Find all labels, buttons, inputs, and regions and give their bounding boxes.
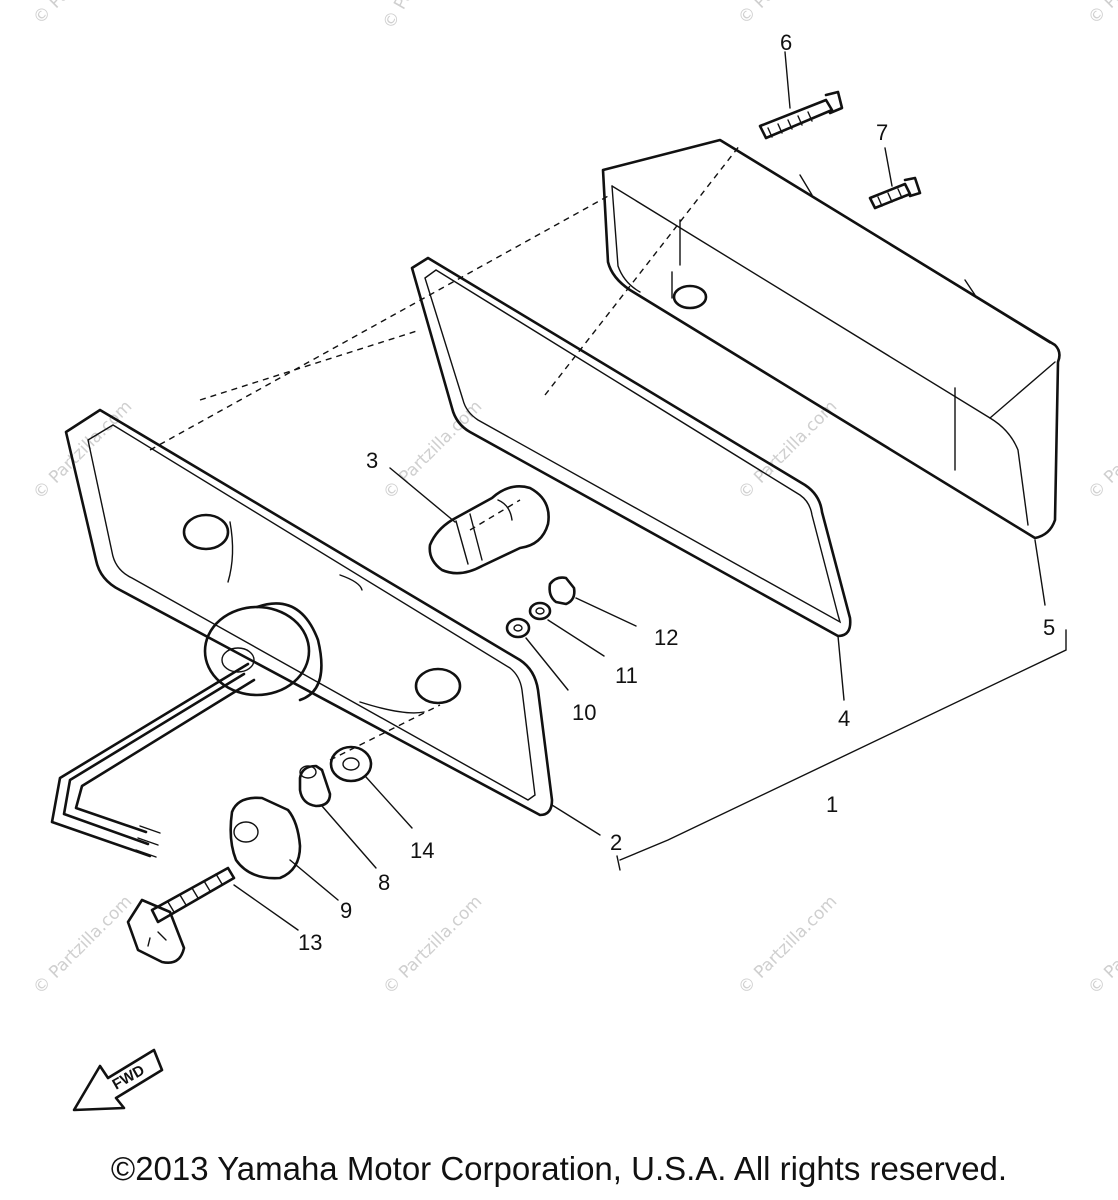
part-8-collar (298, 764, 377, 869)
callouts: 6 7 3 12 11 10 4 5 1 2 14 8 9 13 (298, 30, 1055, 955)
part-13-bolt (126, 866, 299, 964)
callout-13: 13 (298, 930, 322, 955)
callout-2: 2 (610, 830, 622, 855)
watermark: © Partzilla.com (29, 397, 136, 504)
part-14-grommet (329, 745, 413, 829)
watermark: © Partzilla.com (1084, 397, 1118, 504)
watermark: © Partzilla.com (379, 892, 486, 999)
assembly-guide-lines (149, 144, 741, 761)
callout-4: 4 (838, 706, 850, 731)
watermark: © Partzilla.com (379, 0, 462, 33)
callout-9: 9 (340, 898, 352, 923)
wire-harness (50, 662, 256, 858)
callout-11: 11 (615, 663, 638, 688)
watermark: © Partzilla.com (734, 0, 841, 29)
callout-8: 8 (378, 870, 390, 895)
watermarks: © Partzilla.com © Partzilla.com © Partzi… (29, 0, 1118, 999)
part-2-lens-frame (64, 408, 554, 817)
callout-14: 14 (410, 838, 434, 863)
part-6-screw (758, 51, 844, 140)
callout-1: 1 (826, 792, 838, 817)
part-3-bulb (389, 467, 550, 575)
part-5-housing (601, 138, 1061, 540)
callout-3: 3 (366, 448, 378, 473)
part-9-damper (229, 796, 339, 901)
part-7-screw (868, 147, 922, 210)
part-4-gasket (410, 256, 852, 638)
watermark: © Partzilla.com (1084, 0, 1118, 29)
callout-7: 7 (876, 120, 888, 145)
forward-arrow-icon: FWD (72, 1048, 164, 1112)
copyright-notice: ©2013 Yamaha Motor Corporation, U.S.A. A… (110, 1150, 1008, 1187)
watermark: © Partzilla.com (734, 892, 841, 999)
callout-6: 6 (780, 30, 792, 55)
callout-5: 5 (1043, 615, 1055, 640)
watermark: © Partzilla.com (29, 0, 136, 29)
watermark: © Partzilla.com (1084, 892, 1118, 999)
callout-12: 12 (654, 625, 678, 650)
watermark: © Partzilla.com (29, 892, 136, 999)
parts-10-11-12-hardware (505, 576, 637, 691)
leader-lines (551, 539, 1067, 871)
callout-10: 10 (572, 700, 596, 725)
